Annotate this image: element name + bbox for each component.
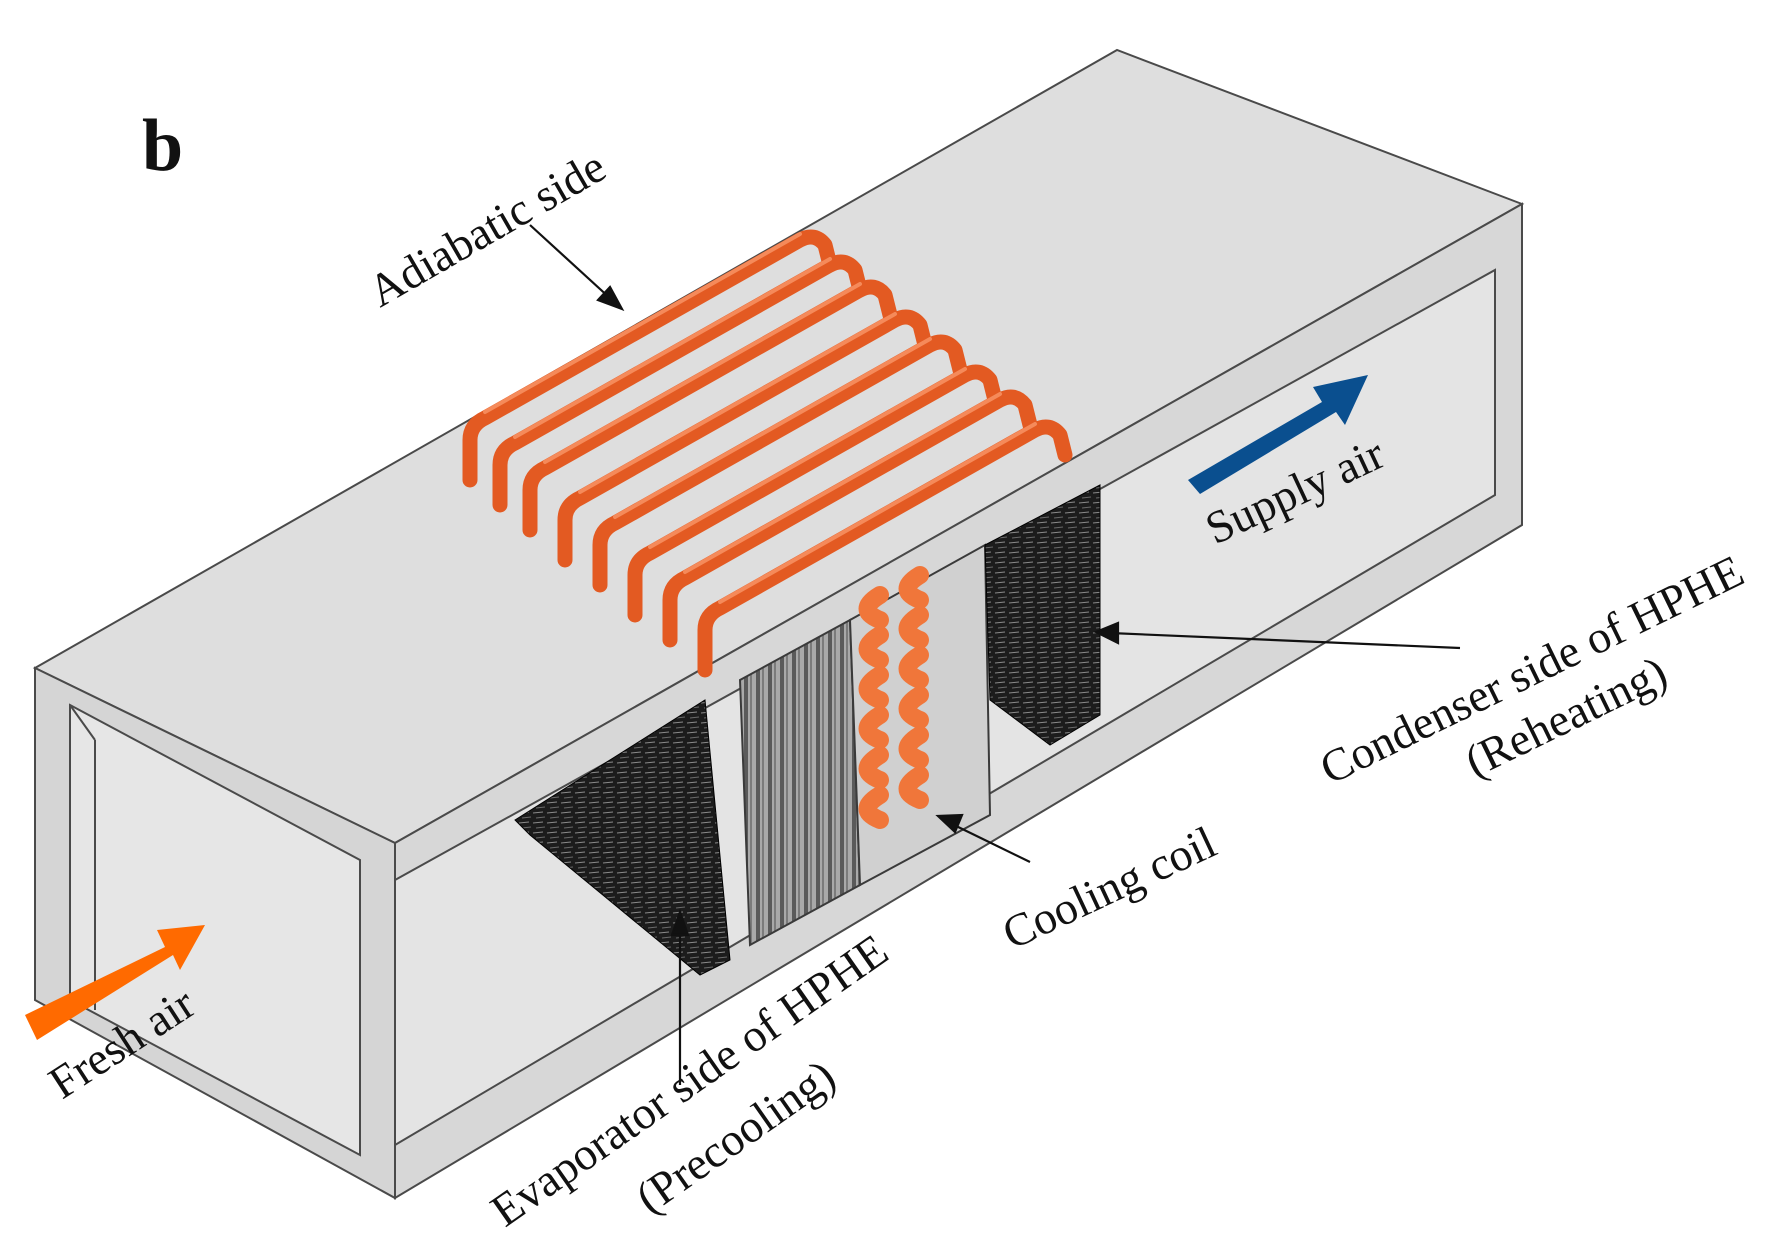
heat-pipe-highlights	[483, 232, 1037, 604]
cooling-coil-label: Cooling coil	[995, 816, 1224, 959]
cooling-coil-bends	[858, 566, 929, 829]
panel-label: b	[142, 105, 183, 187]
adiabatic-side-label: Adiabatic side	[360, 140, 614, 316]
duct-left-opening	[69, 703, 361, 1157]
fresh-air-arrow	[25, 925, 205, 1040]
evaporator-fin-pack	[514, 699, 731, 976]
condenser-fin-pack	[984, 484, 1101, 746]
duct-left-inner-edge	[69, 704, 96, 741]
adiabatic-heat-pipes	[462, 229, 1073, 678]
leader-lines	[529, 224, 1461, 1085]
supply-air-arrow	[1188, 375, 1368, 494]
